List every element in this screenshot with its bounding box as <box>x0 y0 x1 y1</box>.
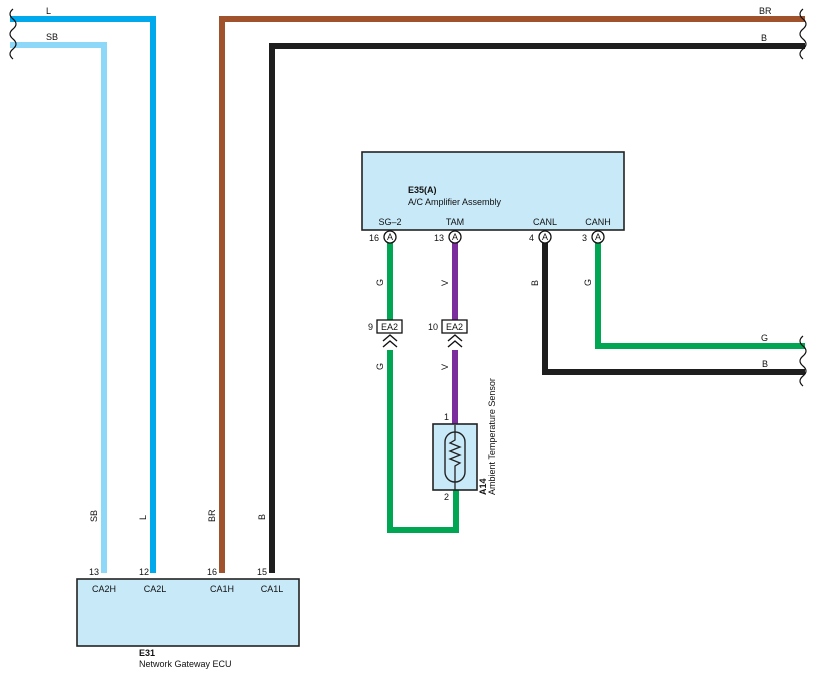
gateway-name: Network Gateway ECU <box>139 659 232 669</box>
wire-label-left-B: B <box>257 514 267 520</box>
wire-BR <box>219 16 805 573</box>
chevron-up-icon <box>447 334 463 348</box>
junction-connector-pin: 9 <box>368 322 373 332</box>
gateway-pin-ca2l: 12 <box>139 567 149 577</box>
junction-connector-pin: 10 <box>428 322 438 332</box>
junction-connector-9: EA2 9 <box>368 319 403 348</box>
svg-text:A: A <box>452 232 458 242</box>
junction-connector-box <box>376 319 403 334</box>
wires <box>10 16 805 573</box>
wire-label-top-B: B <box>761 33 767 43</box>
wire-label-sg2-lower: G <box>375 363 385 370</box>
amp-pin-canh: 3 <box>582 233 587 243</box>
wire-label-tam-lower: V <box>440 364 450 370</box>
junction-connector-name: EA2 <box>446 322 463 332</box>
junction-connector-box <box>441 319 468 334</box>
gateway-pin-ca1h: 16 <box>207 567 217 577</box>
wire-label-left-BR: BR <box>207 509 217 522</box>
svg-text:A: A <box>542 232 548 242</box>
resistor-icon <box>448 425 462 490</box>
amp-pin-badge-canh: A <box>591 230 605 244</box>
ac-amplifier-assembly: E35(A) A/C Amplifier Assembly SG–2 TAM C… <box>361 151 625 244</box>
wire-label-top-SB: SB <box>46 32 58 42</box>
amp-pin-sg2: 16 <box>369 233 379 243</box>
gateway-ecu-box <box>76 578 300 647</box>
sensor-pin-top: 1 <box>444 412 449 422</box>
amp-terminal-sg2: SG–2 <box>378 217 401 227</box>
wire-sg2-lower <box>387 350 459 533</box>
wire-label-canl: B <box>530 280 540 286</box>
gateway-id: E31 <box>139 648 155 658</box>
gateway-terminal-ca2h: CA2H <box>92 584 116 594</box>
wire-label-top-L: L <box>46 6 51 16</box>
junction-connector-10: EA2 10 <box>428 319 468 348</box>
break-marks <box>9 8 807 387</box>
sensor-name: Ambient Temperature Sensor <box>487 378 497 495</box>
ac-amplifier-name: A/C Amplifier Assembly <box>408 197 502 207</box>
gateway-pin-ca1l: 15 <box>257 567 267 577</box>
gateway-terminal-ca1h: CA1H <box>210 584 234 594</box>
wire-canh <box>595 243 805 349</box>
amp-pin-tam: 13 <box>434 233 444 243</box>
amp-pin-canl: 4 <box>529 233 534 243</box>
wire-label-left-L: L <box>138 515 148 520</box>
svg-text:A: A <box>387 232 393 242</box>
wire-label-tam-upper: V <box>440 280 450 286</box>
wire-label-right-B: B <box>762 359 768 369</box>
sensor-pin-bottom: 2 <box>444 492 449 502</box>
wire-canl <box>542 243 805 375</box>
break-mark-left-top <box>9 8 17 60</box>
chevron-up-icon <box>382 334 398 348</box>
ambient-temperature-sensor: 1 2 A14 Ambient Temperature Sensor <box>432 378 497 502</box>
gateway-terminal-ca1l: CA1L <box>261 584 284 594</box>
wire-label-top-BR: BR <box>759 6 772 16</box>
wire-SB <box>10 42 107 573</box>
gateway-pin-ca2h: 13 <box>89 567 99 577</box>
wire-labels: L SB BR B SB L BR B G G V V B G G B <box>46 6 772 522</box>
amp-terminal-tam: TAM <box>446 217 464 227</box>
amp-pin-badge-sg2: A <box>383 230 397 244</box>
wire-label-canh: G <box>583 279 593 286</box>
break-mark-right-top <box>799 8 807 60</box>
wire-label-sg2-upper: G <box>375 279 385 286</box>
ac-amplifier-id: E35(A) <box>408 185 437 195</box>
ac-amplifier-box <box>361 151 625 231</box>
wire-label-right-G: G <box>761 333 768 343</box>
wire-L <box>10 16 156 573</box>
wire-label-left-SB: SB <box>89 510 99 522</box>
svg-text:A: A <box>595 232 601 242</box>
gateway-terminal-ca2l: CA2L <box>144 584 167 594</box>
break-mark-right-bottom <box>799 335 807 387</box>
amp-pin-badge-canl: A <box>538 230 552 244</box>
wire-B <box>269 43 805 573</box>
amp-pin-badge-tam: A <box>448 230 462 244</box>
sensor-id: A14 <box>478 478 488 495</box>
network-gateway-ecu: 13 12 16 15 CA2H CA2L CA1H CA1L E31 Netw… <box>76 567 300 669</box>
amp-terminal-canl: CANL <box>533 217 557 227</box>
junction-connector-name: EA2 <box>381 322 398 332</box>
amp-terminal-canh: CANH <box>585 217 611 227</box>
